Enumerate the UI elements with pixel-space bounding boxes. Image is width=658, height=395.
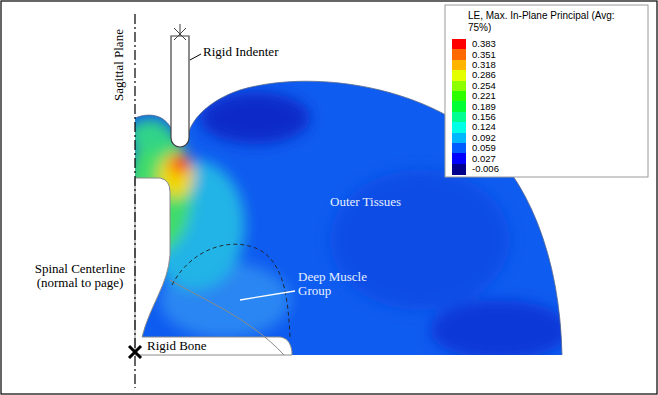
legend-value: 0.254 (472, 81, 496, 91)
region-label: Outer Tissues (330, 195, 440, 209)
legend-swatch (452, 143, 466, 154)
legend-swatch (452, 101, 466, 112)
indenter-label: Rigid Indenter (203, 45, 313, 59)
legend-swatch (452, 81, 466, 92)
legend-value: 0.027 (472, 154, 496, 164)
legend-value: 0.286 (472, 70, 496, 80)
legend-swatch (452, 49, 466, 60)
legend-swatch (452, 133, 466, 144)
legend-value: 0.221 (472, 91, 496, 101)
legend-value: 0.124 (472, 122, 496, 132)
legend-swatch (452, 122, 466, 133)
legend-value: 0.189 (472, 102, 496, 112)
legend-title: LE, Max. In-Plane Principal (Avg: 75%) (468, 10, 618, 34)
legend-value: 0.059 (472, 143, 496, 153)
legend-swatch (452, 60, 466, 71)
legend-value: 0.156 (472, 112, 496, 122)
sagittal-label: Sagittal Plane (112, 10, 126, 120)
legend-swatch (452, 91, 466, 102)
region-label: Deep Muscle Group (298, 270, 378, 298)
legend-swatch (452, 70, 466, 81)
legend-swatch (452, 112, 466, 123)
legend-value: -0.006 (472, 164, 499, 174)
legend-value: 0.383 (472, 39, 496, 49)
legend-value: 0.092 (472, 133, 496, 143)
axis-label: Spinal Centerline (normal to page) (30, 262, 130, 290)
legend-value: 0.318 (472, 60, 496, 70)
legend-swatch (452, 164, 466, 175)
legend-swatch (452, 39, 466, 50)
bone-label: Rigid Bone (147, 339, 237, 353)
legend-swatch (452, 153, 466, 164)
legend-value: 0.351 (472, 50, 496, 60)
